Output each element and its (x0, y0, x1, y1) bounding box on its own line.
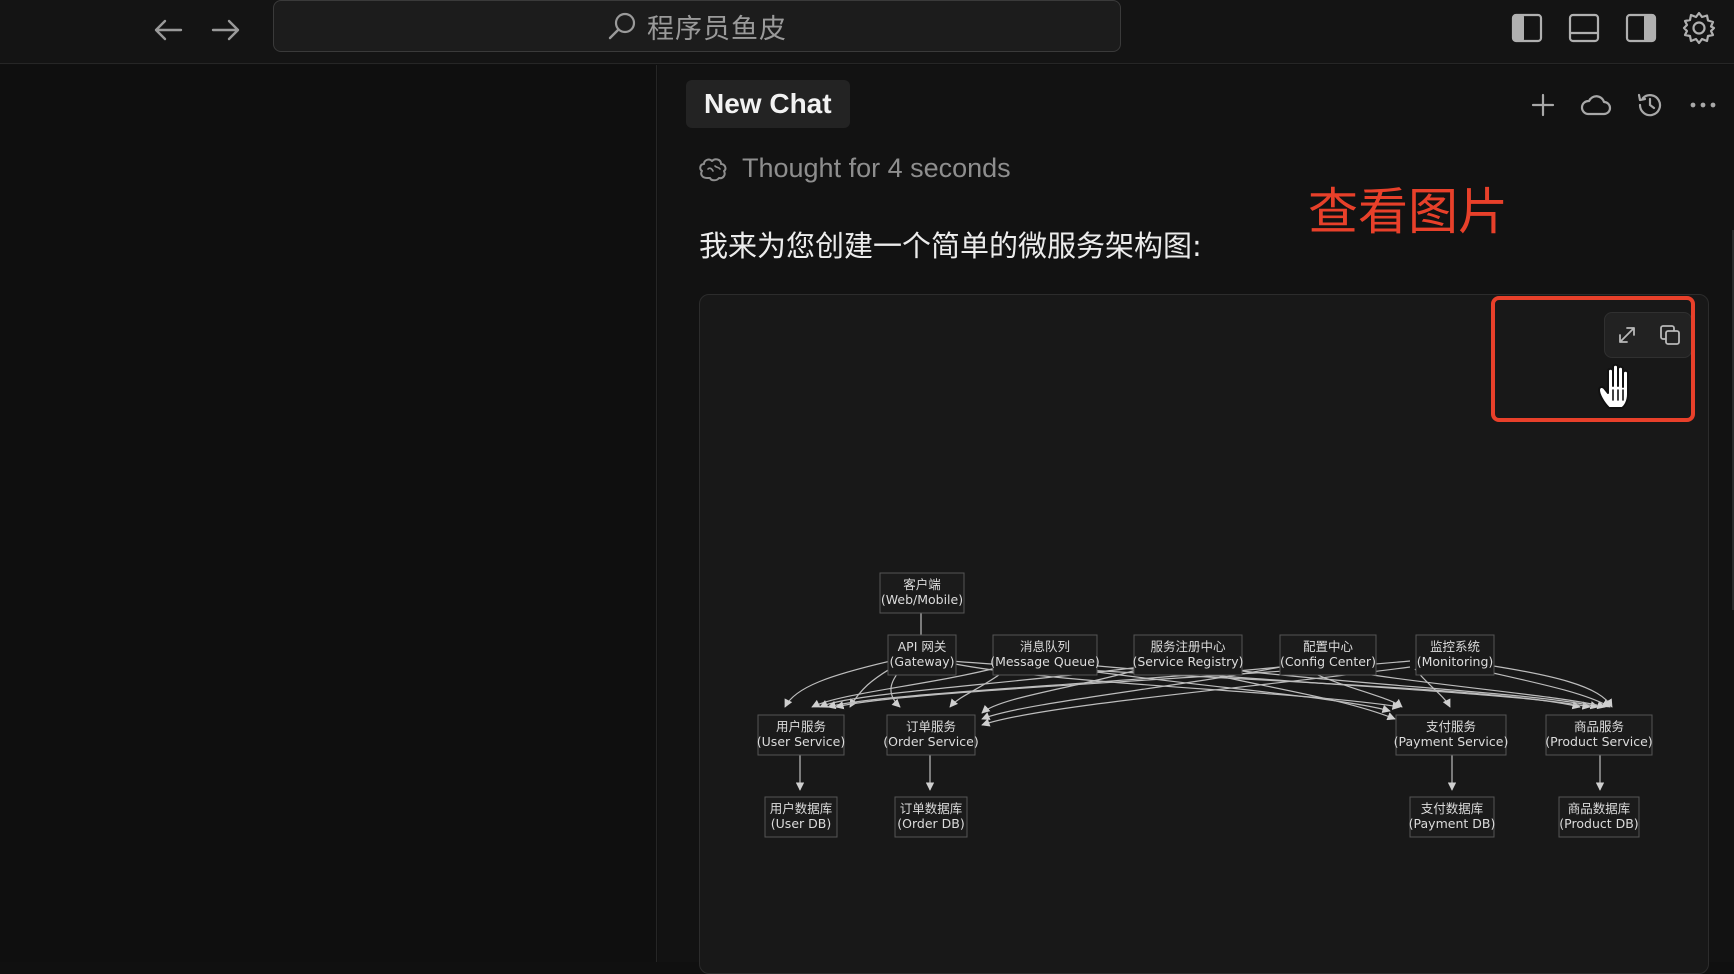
node-gateway: API 网关 (Gateway) (887, 634, 957, 676)
settings-button[interactable] (1679, 8, 1719, 48)
svg-text:(Web/Mobile): (Web/Mobile) (881, 592, 963, 607)
expand-diagram-button[interactable] (1609, 317, 1645, 353)
thought-text: Thought for 4 seconds (742, 153, 1011, 183)
svg-text:(Order Service): (Order Service) (883, 734, 978, 749)
svg-text:(Message Queue): (Message Queue) (990, 654, 1100, 669)
svg-text:配置中心: 配置中心 (1303, 639, 1354, 654)
back-button[interactable] (148, 10, 188, 50)
gear-icon (1682, 11, 1716, 45)
svg-text:(Payment Service): (Payment Service) (1394, 734, 1509, 749)
svg-text:用户数据库: 用户数据库 (770, 801, 833, 816)
svg-text:订单服务: 订单服务 (906, 719, 956, 734)
svg-text:用户服务: 用户服务 (776, 719, 826, 734)
svg-text:(User Service): (User Service) (757, 734, 845, 749)
svg-text:订单数据库: 订单数据库 (900, 801, 963, 816)
expand-icon (1618, 327, 1635, 343)
tab-new-chat[interactable]: New Chat (686, 80, 850, 128)
thought-indicator[interactable]: Thought for 4 seconds (698, 153, 1011, 184)
cloud-icon (1580, 95, 1612, 116)
svg-text:(Config Center): (Config Center) (1280, 654, 1376, 669)
svg-text:(Product DB): (Product DB) (1559, 816, 1638, 831)
layout-bottom-panel-icon (1568, 13, 1600, 43)
history-icon (1637, 93, 1662, 117)
top-bar: 程序员鱼皮 (0, 0, 1734, 64)
node-product-service: 商品服务 (Product Service) (1545, 714, 1653, 756)
more-dots-icon (1690, 102, 1716, 108)
search-text: 程序员鱼皮 (647, 13, 787, 45)
svg-text:支付服务: 支付服务 (1426, 719, 1476, 734)
annotation-label: 查看图片 (1308, 183, 1508, 241)
svg-text:消息队列: 消息队列 (1020, 639, 1070, 654)
history-button[interactable] (1630, 85, 1670, 125)
toggle-bottom-panel-button[interactable] (1564, 8, 1604, 48)
arrow-right-icon (211, 19, 240, 41)
svg-text:商品服务: 商品服务 (1574, 719, 1624, 734)
svg-text:服务注册中心: 服务注册中心 (1150, 639, 1226, 654)
svg-text:(Service Registry): (Service Registry) (1132, 654, 1243, 669)
node-order-service: 订单服务 (Order Service) (883, 714, 979, 756)
svg-text:(User DB): (User DB) (771, 816, 831, 831)
svg-text:客户端: 客户端 (903, 577, 941, 592)
left-sidebar (0, 65, 657, 962)
copy-icon (1659, 325, 1680, 345)
new-chat-button[interactable] (1523, 85, 1563, 125)
node-order-db: 订单数据库 (Order DB) (894, 796, 968, 838)
hand-cursor-icon (1598, 363, 1629, 409)
assistant-message-text: 我来为您创建一个简单的微服务架构图: (699, 229, 1202, 263)
node-payment-db: 支付数据库 (Payment DB) (1409, 796, 1496, 838)
plus-icon (1531, 93, 1555, 117)
svg-text:支付数据库: 支付数据库 (1421, 801, 1484, 816)
node-config-center: 配置中心 (Config Center) (1279, 634, 1377, 676)
layout-right-panel-icon (1625, 13, 1657, 43)
command-search-bar[interactable]: 程序员鱼皮 (273, 0, 1121, 52)
search-icon (608, 12, 636, 40)
svg-text:(Payment DB): (Payment DB) (1409, 816, 1496, 831)
node-payment-service: 支付服务 (Payment Service) (1394, 714, 1509, 756)
layout-left-panel-icon (1511, 13, 1543, 43)
svg-text:商品数据库: 商品数据库 (1568, 801, 1631, 816)
scrollbar-track[interactable] (1732, 230, 1734, 610)
svg-text:(Gateway): (Gateway) (890, 654, 955, 669)
node-product-db: 商品数据库 (Product DB) (1558, 796, 1640, 838)
node-user-service: 用户服务 (User Service) (757, 714, 845, 756)
tab-label: New Chat (704, 88, 832, 119)
svg-text:监控系统: 监控系统 (1430, 639, 1480, 654)
more-options-button[interactable] (1683, 85, 1723, 125)
svg-text:(Product Service): (Product Service) (1545, 734, 1652, 749)
svg-text:(Order DB): (Order DB) (897, 816, 964, 831)
diagram-card: 客户端 (Web/Mobile) API 网关 (Gateway) 消息队列 (… (699, 294, 1709, 974)
chat-panel: New Chat Thought for 4 seconds 我来为您创建一 (658, 65, 1734, 974)
forward-button[interactable] (206, 10, 246, 50)
arrow-left-icon (154, 19, 183, 41)
toggle-left-sidebar-button[interactable] (1507, 8, 1547, 48)
node-client: 客户端 (Web/Mobile) (879, 572, 965, 614)
toggle-right-sidebar-button[interactable] (1621, 8, 1661, 48)
diagram-toolbar (1604, 312, 1692, 358)
svg-text:(Monitoring): (Monitoring) (1417, 654, 1494, 669)
node-message-queue: 消息队列 (Message Queue) (990, 634, 1100, 676)
node-user-db: 用户数据库 (User DB) (764, 796, 838, 838)
brain-icon (699, 157, 727, 181)
svg-text:API 网关: API 网关 (898, 639, 947, 654)
cloud-sync-button[interactable] (1576, 85, 1616, 125)
architecture-diagram: 客户端 (Web/Mobile) API 网关 (Gateway) 消息队列 (… (757, 572, 1653, 838)
node-monitoring: 监控系统 (Monitoring) (1415, 634, 1495, 676)
node-service-registry: 服务注册中心 (Service Registry) (1132, 634, 1244, 676)
copy-diagram-button[interactable] (1652, 317, 1688, 353)
